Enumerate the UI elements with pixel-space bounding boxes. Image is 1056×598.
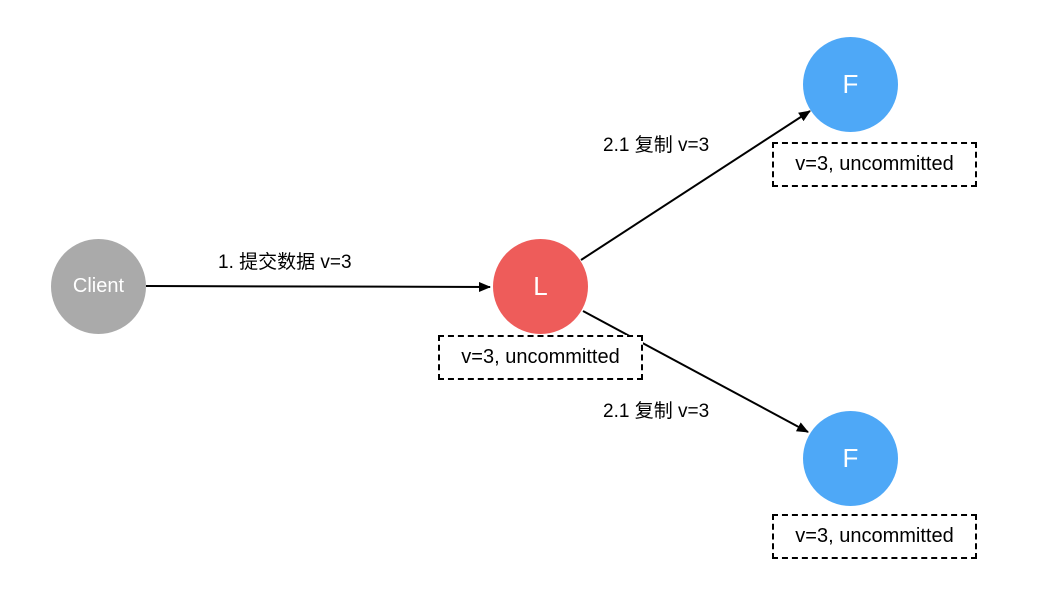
leader-node: L [493, 239, 588, 334]
submit-arrow [145, 281, 491, 292]
follower-bottom-label: F [842, 443, 859, 473]
leader-state-text: v=3, uncommitted [461, 346, 620, 368]
follower-top-state-text: v=3, uncommitted [795, 153, 954, 175]
replicate-bottom-arrow [582, 310, 809, 433]
replicate-top-edge-label: 2.1 复制 v=3 [603, 135, 710, 156]
follower-node-bottom: F [803, 411, 898, 506]
replicate-bottom-edge-label: 2.1 复制 v=3 [603, 401, 710, 422]
follower-bottom-state-text: v=3, uncommitted [795, 525, 954, 547]
follower-node-top: F [803, 37, 898, 132]
leader-label: L [533, 271, 548, 301]
submit-edge-label: 1. 提交数据 v=3 [218, 252, 352, 273]
replicate-top-arrow [580, 110, 811, 261]
client-node: Client [51, 239, 146, 334]
leader-state-box: v=3, uncommitted [438, 335, 643, 380]
follower-top-label: F [842, 69, 859, 99]
follower-top-state-box: v=3, uncommitted [772, 142, 977, 187]
follower-bottom-state-box: v=3, uncommitted [772, 514, 977, 559]
client-label: Client [72, 275, 125, 297]
